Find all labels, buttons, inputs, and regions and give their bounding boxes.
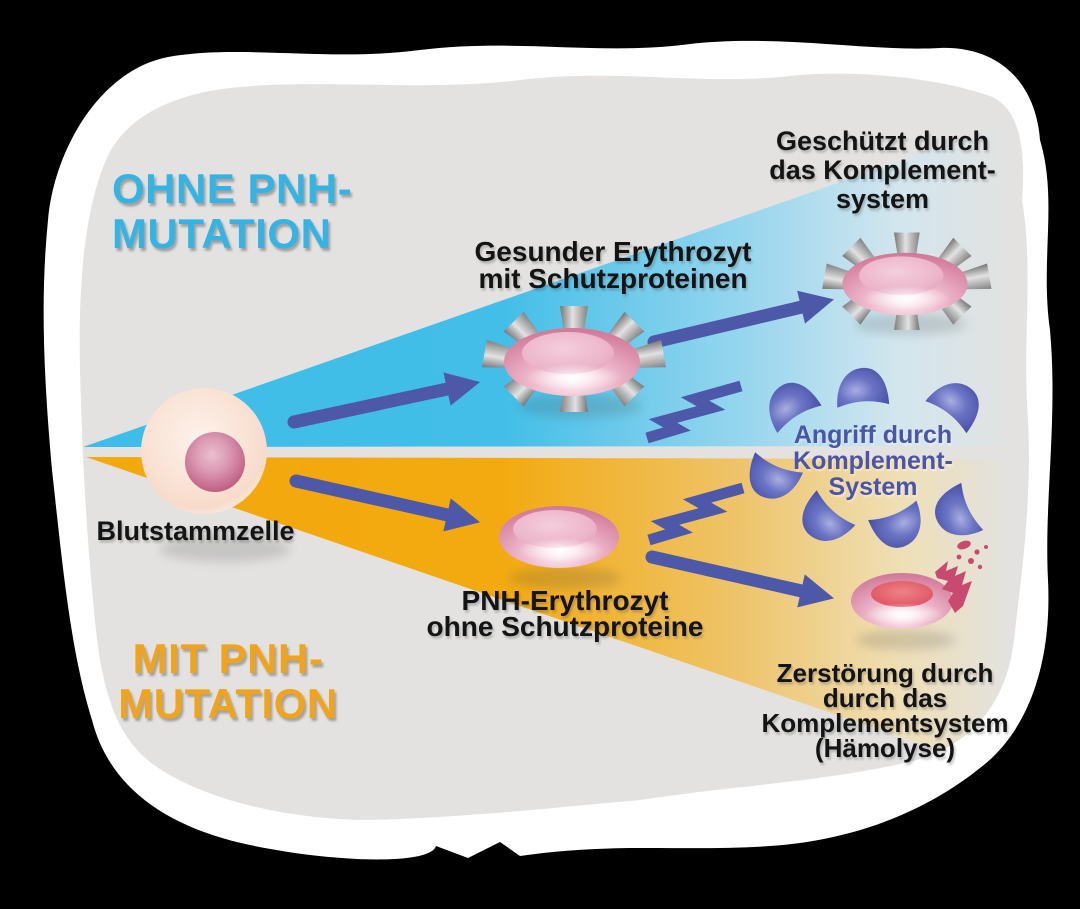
label-healthy-erythrocyte: Gesunder Erythrozyt mit Schutzproteinen — [474, 236, 752, 294]
complement-droplet — [925, 383, 979, 434]
destroyed-erythrocyte — [851, 540, 988, 629]
arrow-pnh-to-destroyed — [645, 550, 835, 608]
wedge-ohne-mutation — [83, 122, 1012, 447]
lightning-icon — [645, 380, 743, 444]
rbc-face — [522, 332, 614, 374]
arrow-stem-to-pnh — [289, 474, 481, 532]
flow-arrows — [287, 290, 835, 608]
label-protected-by-complement: Geschützt durch das Komplement- system — [769, 126, 996, 214]
lightning-icon — [647, 482, 745, 546]
complement-attack-bolts — [645, 380, 745, 546]
label-complement-attack: Angriff durch Komplement- System — [793, 421, 953, 501]
rbc-face — [513, 510, 597, 548]
complement-droplet — [769, 382, 822, 434]
rbc-sheen — [862, 285, 951, 310]
complement-droplet — [749, 452, 803, 499]
arrow-healthy-to-protected — [647, 290, 834, 349]
complement-proteins — [749, 367, 984, 548]
membrane-fragment — [935, 561, 972, 613]
rbc-sheen — [864, 603, 944, 625]
protected-erythrocyte — [822, 232, 992, 330]
rbc-face — [859, 256, 944, 296]
label-destruction-hemolysis: Zerstörung durch durch das Komplementsys… — [761, 658, 1009, 763]
complement-droplet — [935, 482, 984, 536]
title-mit-pnh-mutation: MIT PNH- MUTATION — [118, 635, 338, 727]
rbc-sheen — [526, 364, 622, 390]
stem-cell-nucleus — [185, 432, 245, 492]
wedge-mit-mutation — [86, 457, 1012, 775]
complement-droplet — [868, 500, 921, 548]
cell-shadows — [159, 313, 966, 650]
title-ohne-pnh-mutation: OHNE PNH- MUTATION — [112, 165, 353, 257]
arrow-stem-to-healthy — [287, 372, 481, 429]
stem-cell — [141, 388, 267, 514]
label-stem-cell: Blutstammzelle — [96, 516, 295, 546]
complement-droplet — [802, 490, 856, 541]
healthy-erythrocyte — [481, 306, 667, 412]
hemoglobin-core — [871, 581, 933, 607]
rbc-sheen — [517, 538, 605, 562]
label-pnh-erythrocyte: PNH-Erythrozyt ohne Schutzproteine — [426, 585, 704, 642]
hemolysis-fragments — [956, 540, 988, 570]
complement-droplet — [837, 367, 890, 408]
pathway-wedges — [83, 122, 1012, 775]
pnh-erythrocyte — [499, 506, 619, 568]
